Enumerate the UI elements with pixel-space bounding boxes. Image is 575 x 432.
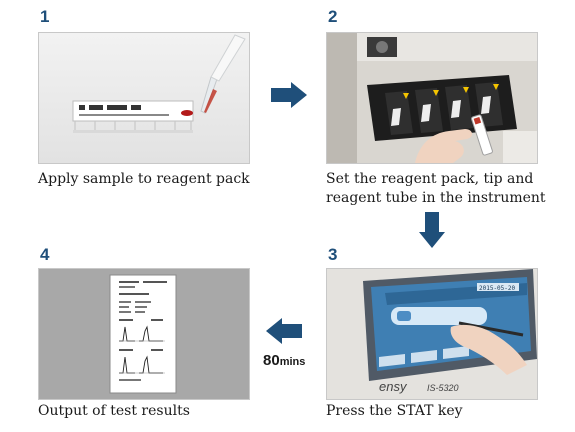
- step-2-number: 2: [328, 7, 338, 26]
- step-1-number: 1: [40, 7, 50, 26]
- device-model: IS-5320: [427, 383, 459, 393]
- step-4-number: 4: [40, 245, 50, 264]
- step-2-caption: Set the reagent pack, tip and reagent tu…: [326, 170, 546, 208]
- step-1-caption: Apply sample to reagent pack: [38, 170, 250, 189]
- hand: [415, 129, 473, 163]
- step-4-caption-line: Output of test results: [38, 403, 190, 419]
- reagent-tube: [471, 114, 493, 156]
- step-2-caption-line-1: Set the reagent pack, tip and: [326, 171, 534, 187]
- arrow-right-icon: [271, 82, 307, 108]
- step-4-photo: [38, 268, 250, 400]
- device-brand: ensy: [379, 379, 408, 394]
- results-printout: [109, 274, 177, 394]
- step-4-caption: Output of test results: [38, 402, 190, 421]
- step-2-photo: [326, 32, 538, 164]
- step-3-caption-line: Press the STAT key: [326, 403, 463, 419]
- step-1-caption-line: Apply sample to reagent pack: [38, 171, 250, 187]
- screen-date: 2015-05-20: [479, 285, 516, 292]
- step-1-photo: [38, 32, 250, 164]
- reagent-pack: [72, 100, 194, 133]
- arrow-left-icon: [266, 318, 302, 344]
- step-2-caption-line-2: reagent tube in the instrument: [326, 190, 546, 206]
- step-3-photo: 2015-05-20 ensy IS-5320: [326, 268, 538, 400]
- duration-unit: mins: [279, 356, 306, 368]
- pipette: [200, 34, 246, 114]
- duration-label: 80mins: [263, 352, 305, 370]
- step-3-number: 3: [328, 245, 338, 264]
- stylus-hand: [450, 321, 527, 375]
- duration-value: 80: [263, 352, 280, 369]
- step-3-caption: Press the STAT key: [326, 402, 463, 421]
- arrow-down-icon: [419, 212, 445, 248]
